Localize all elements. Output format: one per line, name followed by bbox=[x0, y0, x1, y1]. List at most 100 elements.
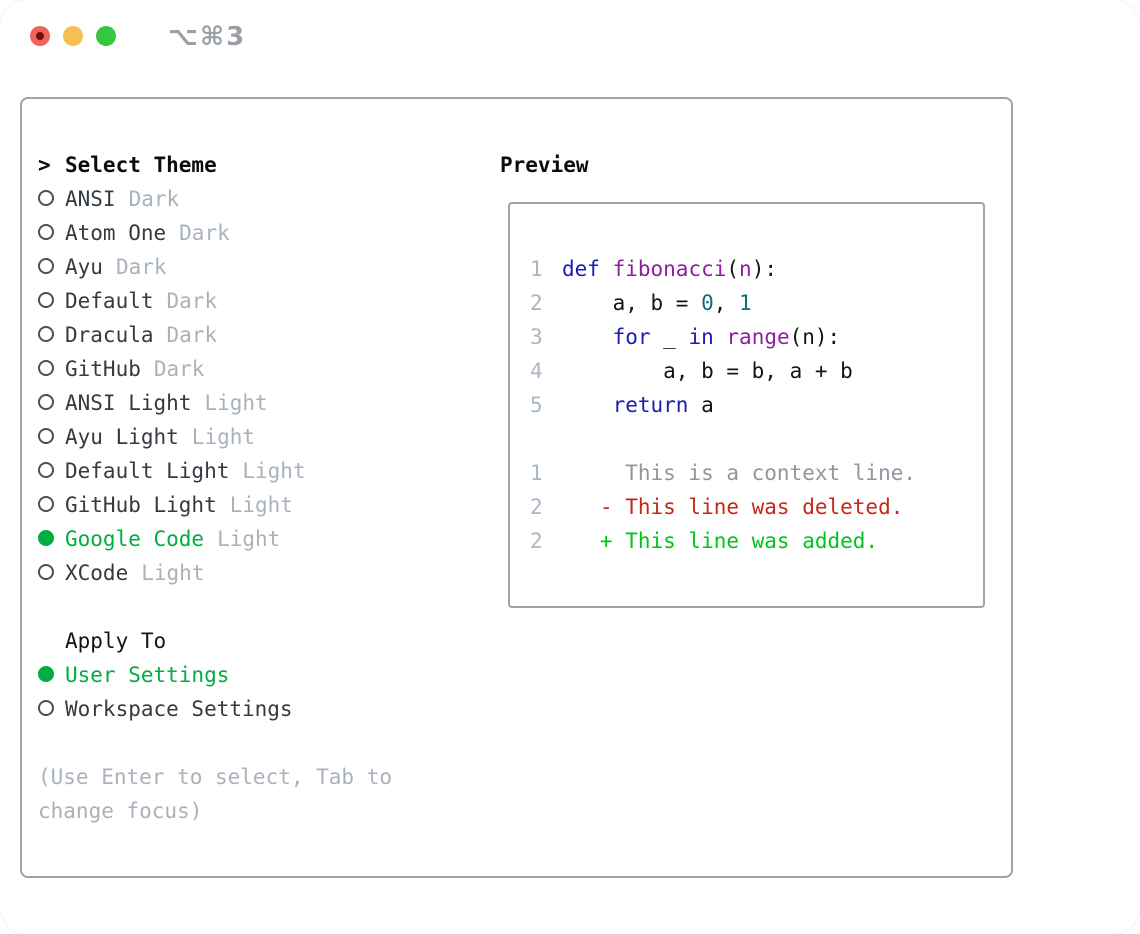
theme-option-label: XCode bbox=[65, 561, 129, 585]
preview-title: Preview bbox=[500, 153, 589, 177]
token-pln: a bbox=[688, 393, 714, 417]
radio-icon bbox=[38, 292, 54, 308]
theme-option-label: GitHub Light bbox=[65, 493, 217, 517]
diff-line-deleted: 2 - This line was deleted. bbox=[530, 490, 983, 524]
theme-option-row[interactable]: Dracula Dark bbox=[38, 318, 468, 352]
radio-icon bbox=[38, 326, 54, 342]
line-number: 1 bbox=[530, 461, 543, 485]
theme-variant-label: Dark bbox=[115, 255, 167, 279]
line-number: 5 bbox=[530, 393, 543, 417]
token-pln bbox=[562, 325, 613, 349]
apply-to-title: Apply To bbox=[65, 629, 167, 653]
radio-icon bbox=[38, 700, 54, 716]
theme-variant-label: Dark bbox=[153, 357, 205, 381]
theme-option-row[interactable]: ANSI Light Light bbox=[38, 386, 468, 420]
theme-variant-label: Dark bbox=[166, 289, 218, 313]
token-pln: , bbox=[713, 291, 740, 315]
theme-variant-label: Dark bbox=[179, 221, 230, 245]
theme-option-label: Default Light bbox=[65, 459, 230, 483]
code-line: 4 a, b = b, a + b bbox=[530, 354, 983, 388]
radio-icon bbox=[38, 360, 54, 376]
apply-option-label: Workspace Settings bbox=[65, 697, 293, 721]
radio-selected-icon bbox=[38, 530, 54, 546]
radio-slot bbox=[38, 658, 65, 692]
token-lit: 0 bbox=[701, 291, 714, 315]
theme-option-label: Google Code bbox=[65, 527, 205, 551]
theme-option-label: GitHub bbox=[65, 357, 141, 381]
theme-option-label: Default bbox=[65, 289, 154, 313]
token-pln: (n): bbox=[789, 325, 841, 349]
close-dot-icon bbox=[36, 32, 44, 40]
traffic-light-minimize-button[interactable] bbox=[63, 26, 83, 46]
theme-option-label: Ayu Light bbox=[65, 425, 179, 449]
line-number: 2 bbox=[530, 495, 543, 519]
diff-text: - This line was deleted. bbox=[562, 495, 904, 519]
selection-prompt-icon: > bbox=[38, 153, 51, 177]
token-pln bbox=[600, 257, 613, 281]
token-pln: _ bbox=[650, 325, 689, 349]
select-theme-header-row: > Select Theme bbox=[38, 148, 468, 182]
code-line: 2 a, b = 0, 1 bbox=[530, 286, 983, 320]
token-kwd: in bbox=[688, 325, 714, 349]
apply-to-header-row: Apply To bbox=[38, 624, 468, 658]
radio-slot bbox=[38, 454, 65, 488]
token-pln bbox=[714, 325, 727, 349]
apply-option-row[interactable]: Workspace Settings bbox=[38, 692, 468, 726]
theme-variant-label: Light bbox=[141, 561, 205, 585]
radio-slot bbox=[38, 318, 65, 352]
line-number: 4 bbox=[530, 359, 543, 383]
radio-slot bbox=[38, 556, 65, 590]
traffic-light-zoom-button[interactable] bbox=[96, 26, 116, 46]
token-kwd: return bbox=[612, 393, 689, 417]
theme-option-label: ANSI Light bbox=[65, 391, 192, 415]
code-text: a, b = 0, 1 bbox=[562, 291, 752, 315]
radio-slot bbox=[38, 352, 65, 386]
token-lit: 1 bbox=[739, 291, 752, 315]
radio-icon bbox=[38, 564, 54, 580]
radio-slot bbox=[38, 488, 65, 522]
help-text: (Use Enter to select, Tab to change focu… bbox=[38, 765, 393, 823]
radio-icon bbox=[38, 428, 54, 444]
token-pln: ( bbox=[726, 257, 740, 281]
radio-icon bbox=[38, 190, 54, 206]
apply-option-row[interactable]: User Settings bbox=[38, 658, 468, 692]
radio-slot bbox=[38, 692, 65, 726]
token-pln bbox=[562, 393, 613, 417]
theme-variant-label: Light bbox=[204, 391, 268, 415]
code-text: return a bbox=[562, 393, 714, 417]
traffic-light-close-button[interactable] bbox=[30, 26, 50, 46]
theme-option-row[interactable]: GitHub Dark bbox=[38, 352, 468, 386]
code-line: 5 return a bbox=[530, 388, 983, 422]
token-fn: n bbox=[739, 257, 752, 281]
radio-slot bbox=[38, 216, 65, 250]
select-theme-title: Select Theme bbox=[65, 153, 217, 177]
line-number: 3 bbox=[530, 325, 543, 349]
theme-option-label: Dracula bbox=[65, 323, 154, 347]
theme-option-row[interactable]: XCode Light bbox=[38, 556, 468, 590]
radio-icon bbox=[38, 462, 54, 478]
theme-option-row[interactable]: Default Dark bbox=[38, 284, 468, 318]
line-number: 1 bbox=[530, 257, 543, 281]
radio-icon bbox=[38, 496, 54, 512]
theme-option-row[interactable]: Ayu Light Light bbox=[38, 420, 468, 454]
diff-preview: 1 This is a context line.2 - This line w… bbox=[530, 456, 983, 558]
theme-variant-label: Light bbox=[191, 425, 256, 449]
window-shortcut-label: ⌥⌘3 bbox=[168, 22, 247, 52]
preview-header-row: Preview bbox=[500, 148, 985, 182]
radio-icon bbox=[38, 258, 54, 274]
code-line: 3 for _ in range(n): bbox=[530, 320, 983, 354]
theme-variant-label: Dark bbox=[166, 323, 218, 347]
